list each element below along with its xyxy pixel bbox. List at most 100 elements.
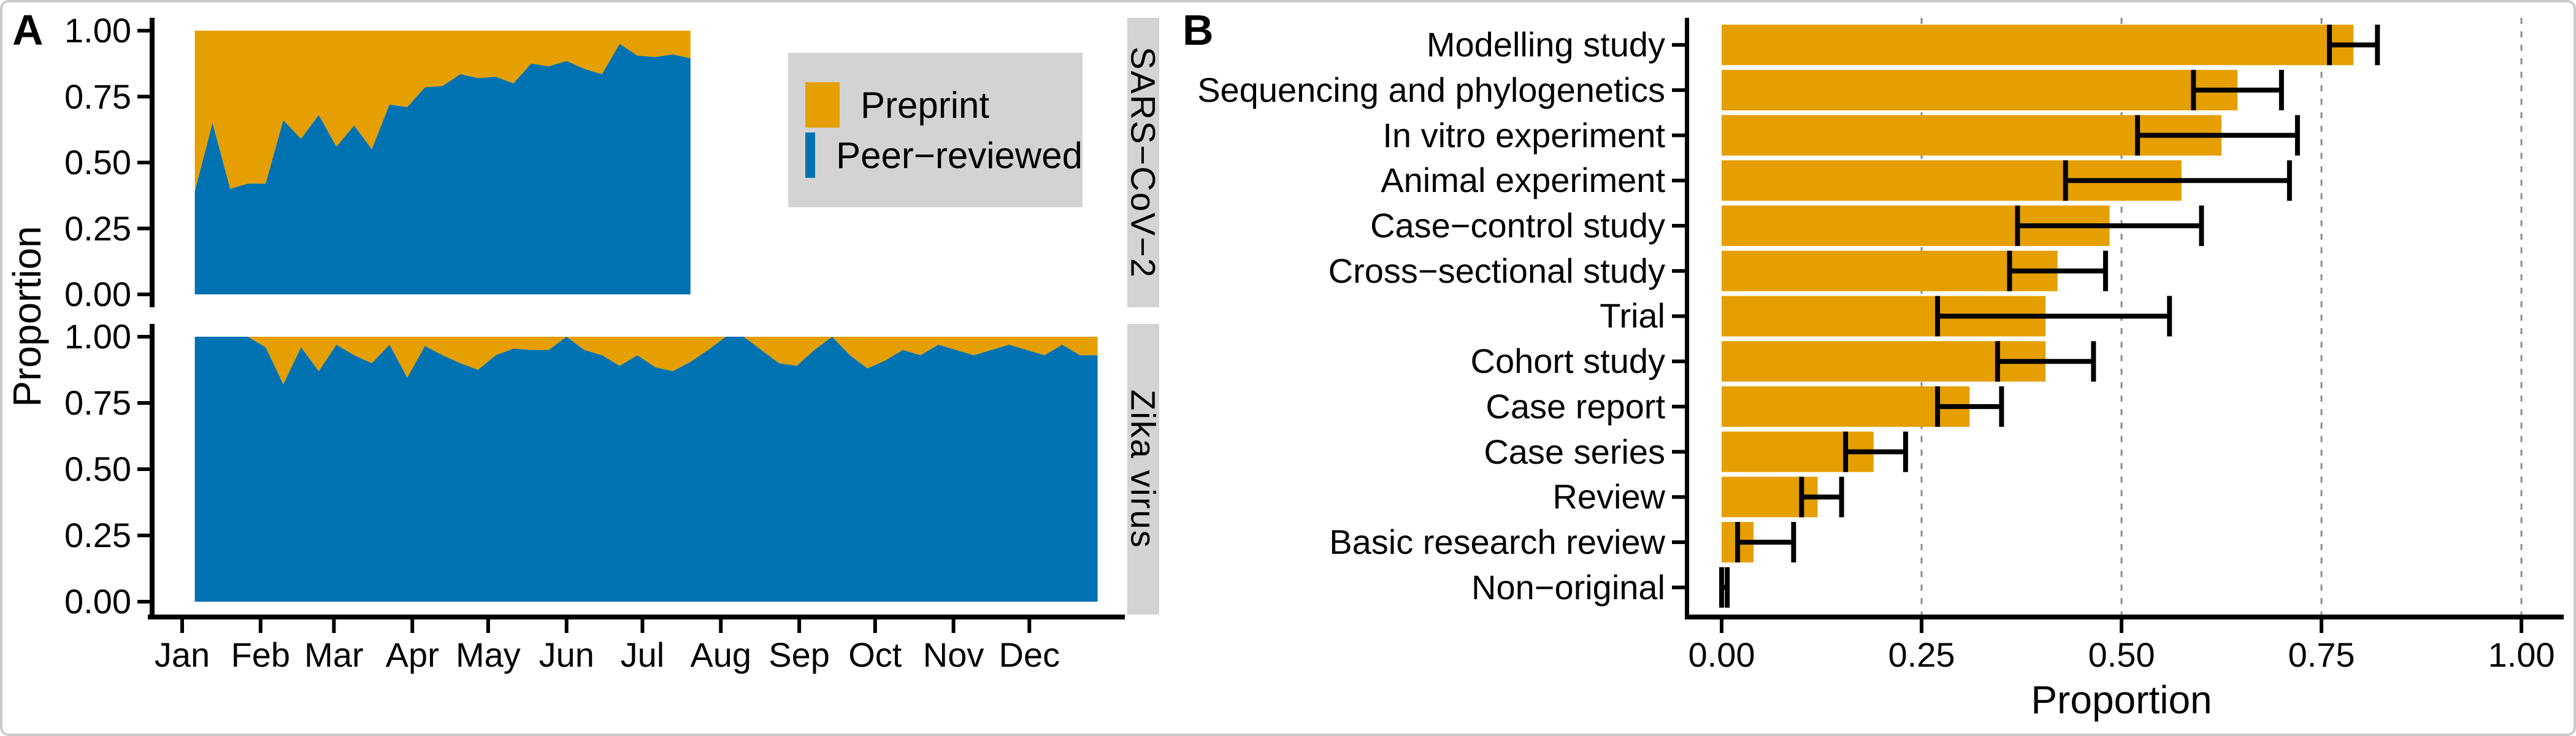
month-label: Mar [304, 635, 364, 674]
category-label: Case series [1484, 432, 1665, 471]
month-tick [719, 619, 723, 633]
y-tick-label: 0.50 [64, 450, 131, 488]
category-tick [1672, 224, 1685, 228]
y-tick [137, 335, 150, 339]
category-label: Case report [1485, 386, 1665, 426]
x-tick-label: 0.75 [2288, 635, 2355, 674]
area-peer-reviewed-facet-1 [194, 337, 1098, 602]
month-label: Jul [620, 635, 665, 674]
bar-1 [1722, 69, 2238, 110]
category-tick [1672, 178, 1685, 183]
x-tick-label: 0.25 [1888, 635, 1955, 674]
y-tick-label: 0.00 [64, 582, 131, 621]
month-tick [258, 619, 263, 633]
peer-reviewed-color-swatch [805, 132, 816, 178]
y-tick [137, 467, 150, 471]
x-tick-b [2120, 619, 2123, 633]
preprint-color-swatch [805, 82, 840, 128]
month-tick [410, 619, 415, 633]
y-tick-label: 0.25 [64, 516, 131, 554]
y-tick [137, 226, 150, 231]
month-label: Aug [690, 635, 752, 674]
category-tick [1672, 43, 1685, 47]
category-tick [1672, 585, 1685, 589]
month-tick [1027, 619, 1032, 633]
legend-label-preprint: Preprint [861, 84, 990, 126]
month-label: Jan [154, 635, 210, 674]
legend-item-peer-reviewed: Peer−reviewed [805, 132, 1083, 178]
x-axis-line-a [148, 615, 1125, 619]
y-tick-label: 0.25 [64, 209, 131, 248]
facet-strip-sars-cov-2-label: SARS−CoV−2 [1124, 47, 1163, 278]
y-tick-label: 1.00 [64, 317, 131, 356]
y-axis-line [150, 18, 155, 307]
y-axis-line-b [1685, 18, 1689, 615]
month-tick [486, 619, 490, 633]
area-preprint-facet-0 [194, 31, 691, 192]
y-tick [137, 401, 150, 405]
category-tick [1672, 540, 1685, 545]
category-label: Basic research review [1329, 523, 1665, 562]
bar-5 [1722, 250, 2058, 291]
facet-strip-zika-virus-label: Zika virus [1124, 389, 1163, 549]
month-tick [797, 619, 802, 633]
category-tick [1672, 359, 1685, 364]
category-label: Cohort study [1470, 342, 1666, 381]
x-tick-label: 0.50 [2088, 635, 2155, 674]
panel-b-x-axis-title: Proportion [2031, 678, 2212, 722]
y-tick [137, 29, 150, 33]
month-tick [564, 619, 569, 633]
category-label: Sequencing and phylogenetics [1197, 70, 1665, 109]
category-label: In vitro experiment [1382, 115, 1665, 155]
category-label: Case−control study [1370, 206, 1665, 245]
month-label: Jun [539, 635, 594, 674]
category-tick [1672, 314, 1685, 318]
month-tick [640, 619, 645, 633]
y-tick [137, 161, 150, 164]
panel-a-y-axis-title: Proportion [5, 226, 49, 407]
panel-b-letter: B [1183, 6, 1214, 54]
legend-label-peer-reviewed: Peer−reviewed [836, 134, 1083, 176]
x-axis-line-b [1685, 615, 2564, 619]
y-tick [137, 600, 150, 604]
month-label: Dec [999, 635, 1060, 674]
y-tick-label: 0.75 [64, 77, 131, 116]
month-label: May [456, 635, 521, 674]
panel-a-letter: A [12, 6, 44, 54]
month-label: Feb [231, 635, 291, 674]
facet-strip-zika-virus: Zika virus [1124, 324, 1163, 615]
category-label: Review [1552, 477, 1665, 516]
month-tick [951, 619, 956, 633]
month-tick [332, 619, 336, 633]
month-tick [873, 619, 877, 633]
x-tick-b [2320, 619, 2323, 633]
legend-item-preprint: Preprint [805, 82, 1083, 128]
y-tick-label: 0.00 [64, 275, 131, 313]
y-tick-label: 1.00 [64, 11, 131, 50]
area-preprint-facet-1 [194, 337, 1098, 385]
y-tick-label: 0.50 [64, 143, 131, 182]
y-tick [137, 293, 150, 296]
bar-7 [1722, 341, 2046, 382]
category-label: Modelling study [1426, 25, 1665, 64]
area-peer-reviewed-facet-0 [194, 44, 691, 294]
y-axis-line [150, 324, 155, 615]
month-label: Nov [922, 635, 984, 674]
category-label: Non−original [1471, 567, 1665, 607]
y-tick-label: 0.75 [64, 383, 131, 422]
bar-0 [1722, 25, 2354, 66]
category-tick [1672, 133, 1685, 137]
month-tick [180, 619, 184, 633]
y-tick [137, 94, 150, 99]
category-tick [1672, 269, 1685, 273]
x-tick-label: 0.00 [1688, 635, 1755, 674]
bar-8 [1722, 386, 1970, 427]
x-tick-b [2520, 619, 2523, 633]
x-tick-b [1920, 619, 1923, 633]
category-tick [1672, 495, 1685, 499]
month-label: Sep [769, 635, 830, 674]
x-tick-b [1720, 619, 1723, 633]
facet-strip-sars-cov-2: SARS−CoV−2 [1124, 18, 1163, 307]
